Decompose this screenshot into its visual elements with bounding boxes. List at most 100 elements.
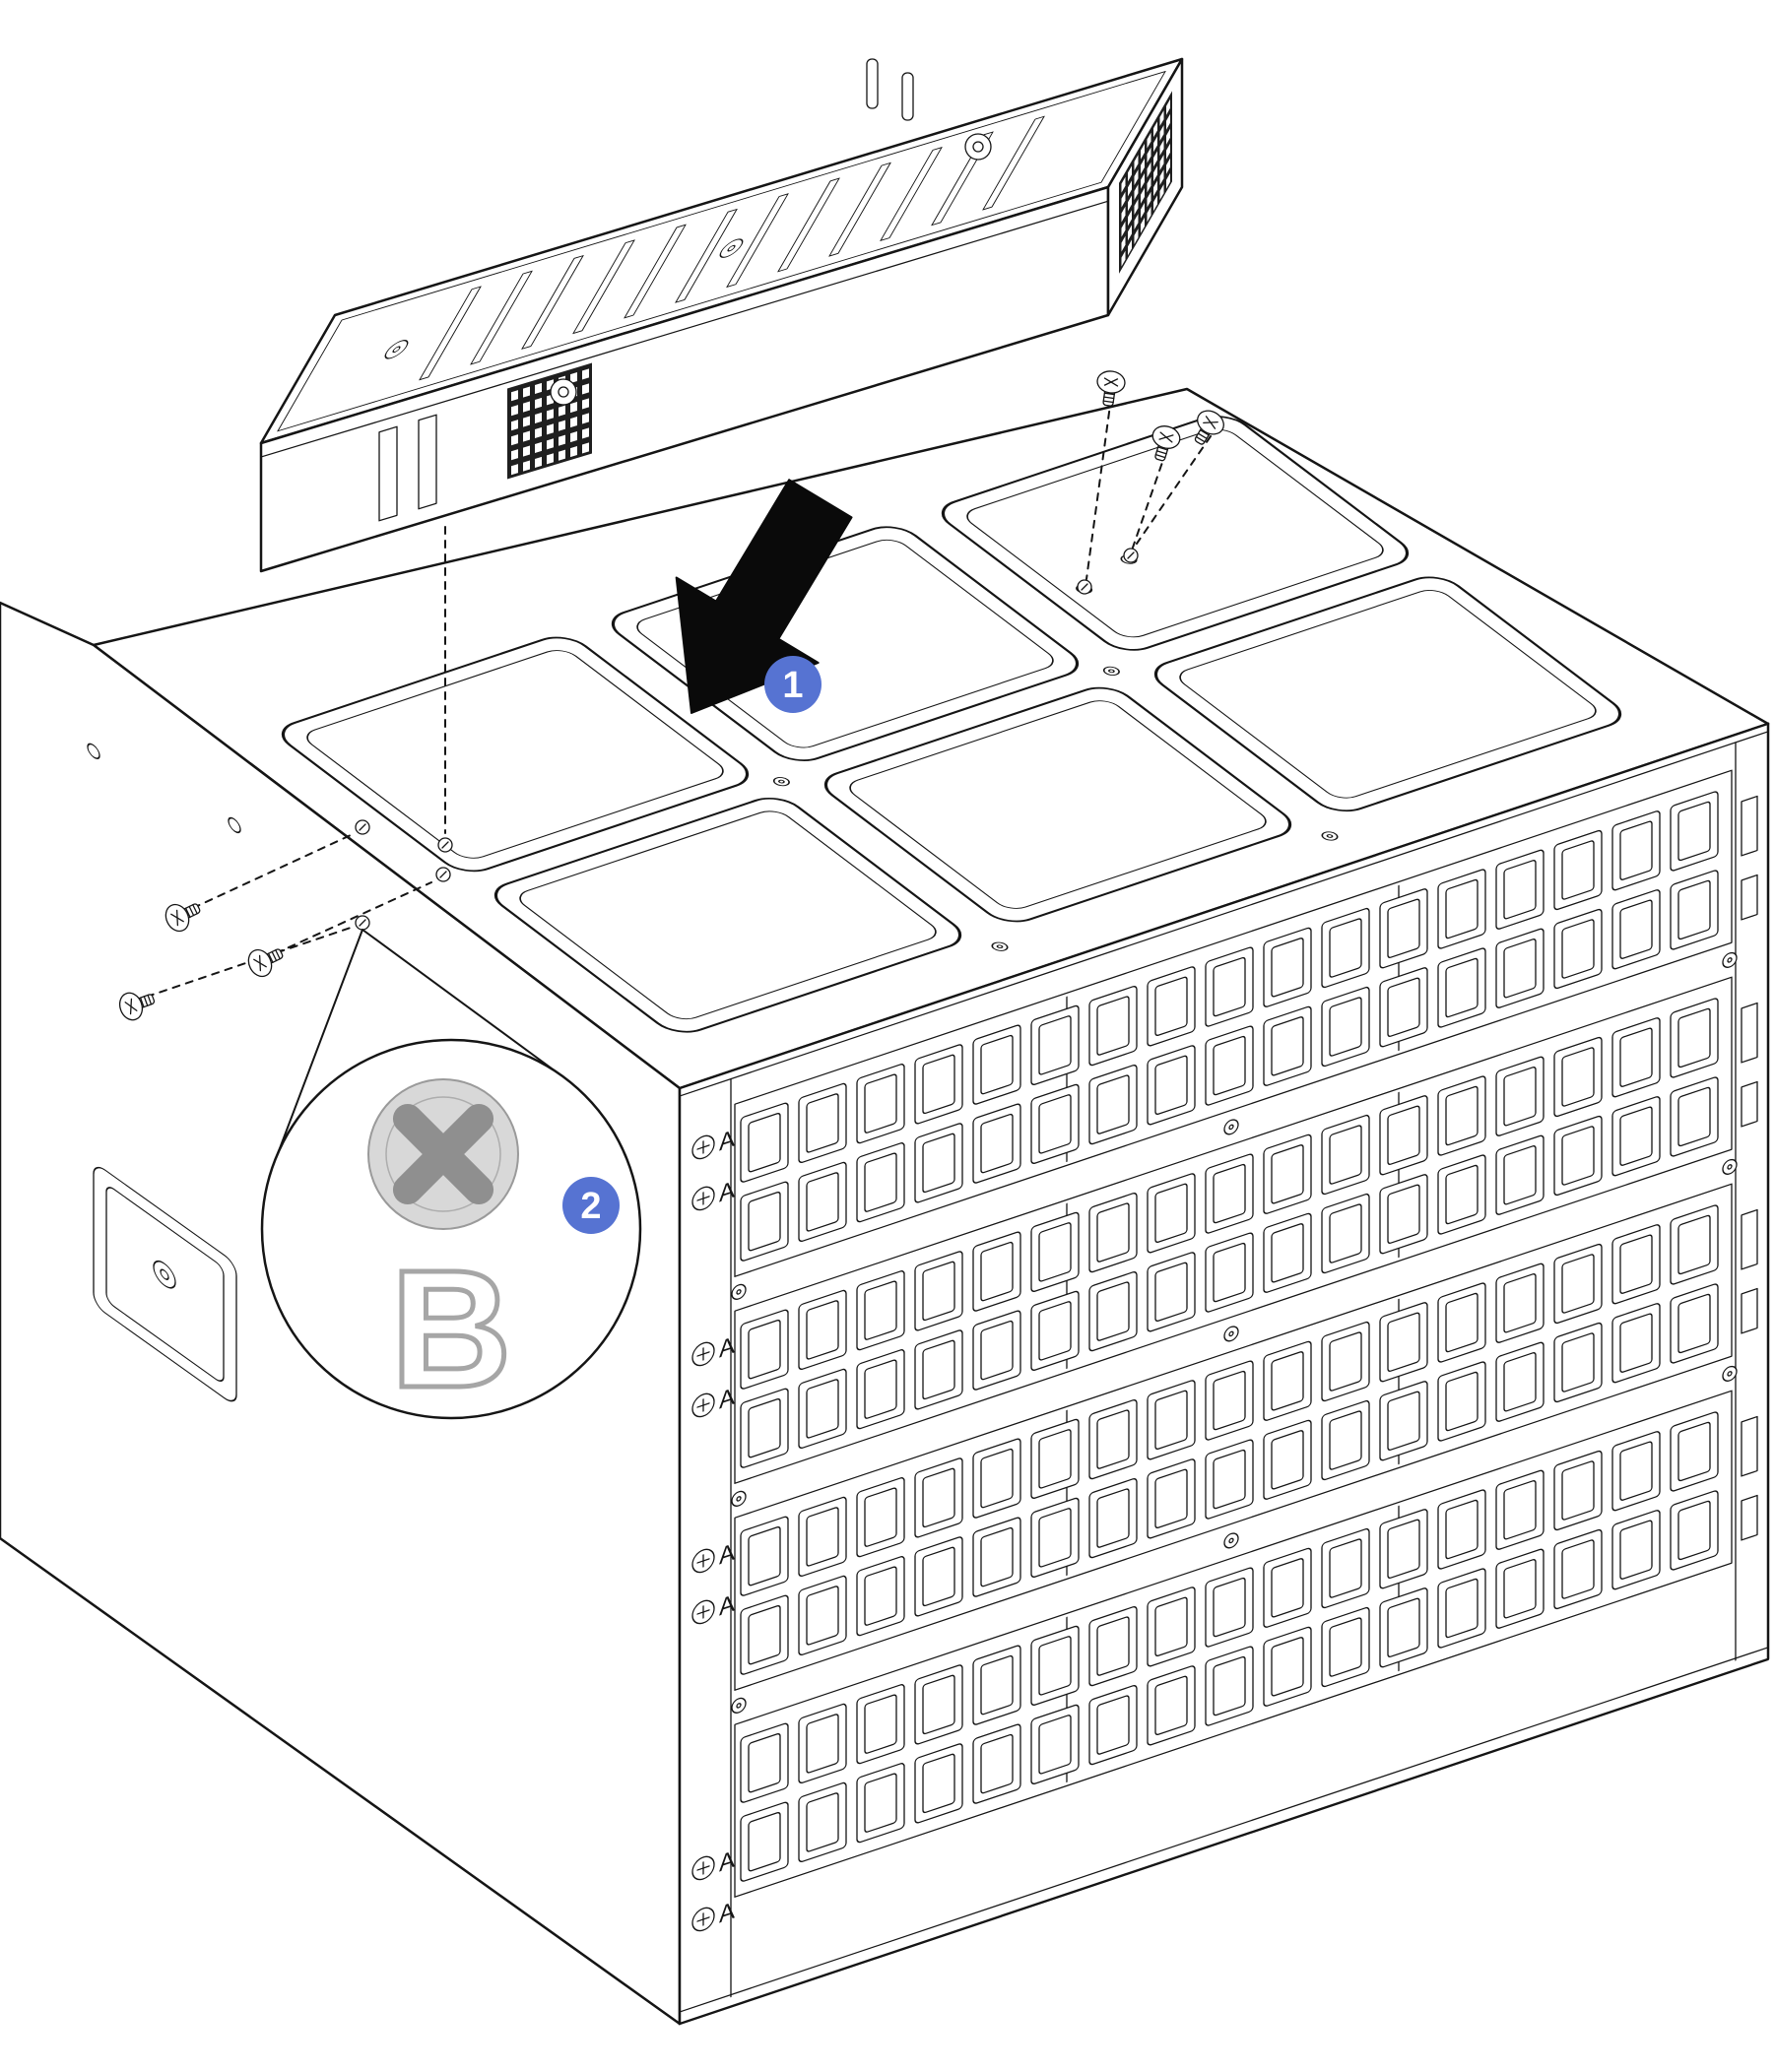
- port-cage: [1147, 1586, 1196, 1667]
- connector-pin: [1134, 214, 1139, 230]
- port-cage-inner: [1213, 1242, 1246, 1303]
- port-cage: [1437, 869, 1486, 949]
- port-cage: [1321, 1527, 1370, 1609]
- card-guide: [675, 208, 738, 303]
- connector-pin: [547, 423, 554, 435]
- port-cage-inner: [1677, 1293, 1711, 1354]
- connector-pin: [1147, 191, 1151, 208]
- port-cage-inner: [1503, 1273, 1537, 1333]
- port-cage: [1495, 1341, 1545, 1422]
- port-cage-inner: [1038, 1301, 1072, 1361]
- port-cage-inner: [1154, 1468, 1188, 1529]
- connector-pin: [523, 401, 530, 413]
- port-cage-inner: [980, 1448, 1014, 1509]
- connector-pin: [523, 386, 530, 398]
- screw-icon: [247, 948, 284, 978]
- step-1-badge-circle: [764, 656, 822, 713]
- screw-icon: [118, 992, 156, 1021]
- port-cage: [1263, 1133, 1312, 1214]
- port-cage-inner: [1038, 1636, 1072, 1696]
- port-cage: [1437, 1154, 1486, 1235]
- port-cage-inner: [806, 1586, 839, 1646]
- top-face-hole-dot: [778, 779, 785, 784]
- port-cage: [1437, 1489, 1486, 1570]
- port-cage-inner: [806, 1093, 839, 1153]
- port-cage-inner: [1619, 1441, 1653, 1501]
- port-cage-inner: [1096, 1695, 1130, 1755]
- port-cage-inner: [1503, 860, 1537, 920]
- port-cage: [1321, 1114, 1370, 1196]
- port-cage-inner: [1096, 1488, 1130, 1548]
- port-cage-inner: [1154, 1262, 1188, 1323]
- connector-pin: [1147, 206, 1151, 223]
- port-cage: [1437, 947, 1486, 1028]
- port-cage-inner: [1154, 1390, 1188, 1451]
- port-cage: [1379, 1302, 1428, 1383]
- top-face-hole-dot: [1108, 669, 1115, 674]
- connector-pin: [1153, 151, 1157, 167]
- connector-pin: [1159, 140, 1164, 156]
- magnifier-cone-line: [273, 929, 363, 1165]
- port-cage-inner: [1561, 1332, 1595, 1392]
- screw-slot: [124, 1002, 138, 1011]
- tray-recess-outer: [1153, 576, 1622, 812]
- port-cage: [1205, 1646, 1254, 1726]
- panel-screw-dot: [1727, 1164, 1733, 1170]
- connector-pin: [511, 405, 518, 417]
- port-cage: [1088, 986, 1138, 1067]
- port-cage-inner: [1387, 1312, 1420, 1372]
- port-cage-inner: [806, 1379, 839, 1439]
- port-cage-inner: [1677, 879, 1711, 940]
- port-cage: [798, 1082, 847, 1164]
- tray-recess-outer: [281, 636, 750, 873]
- port-cage: [1495, 849, 1545, 930]
- port-cage-inner: [1677, 1421, 1711, 1482]
- port-cage-inner: [1213, 1163, 1246, 1224]
- connector-pin: [535, 441, 542, 454]
- card-guide: [470, 270, 533, 365]
- port-cage: [1379, 1381, 1428, 1461]
- guide-line: [192, 834, 352, 909]
- port-cage-inner: [1271, 1430, 1304, 1490]
- port-cage: [1030, 1083, 1080, 1164]
- port-cage-inner: [980, 1526, 1014, 1587]
- port-cage: [1263, 1626, 1312, 1707]
- port-cage-inner: [1271, 1637, 1304, 1697]
- screw-type-a-label: A: [719, 1898, 736, 1929]
- screw-type-a-icon: [691, 1548, 715, 1574]
- screw-slot: [1203, 421, 1218, 423]
- port-cage-inner: [1038, 1429, 1072, 1489]
- port-cage-inner: [1213, 1655, 1246, 1716]
- connector-pin: [1134, 228, 1139, 245]
- port-cage: [1611, 1017, 1661, 1098]
- port-cage: [972, 1723, 1021, 1804]
- panel-screw-icon: [1223, 1326, 1239, 1342]
- connector-pin: [1147, 176, 1151, 193]
- tray-recess-inner: [306, 650, 724, 859]
- panel-screw-dot: [1228, 1124, 1234, 1131]
- port-cage-inner: [748, 1732, 781, 1793]
- port-cage-inner: [1096, 1074, 1130, 1134]
- screw-thread: [143, 996, 149, 1006]
- port-cage-inner: [922, 1546, 955, 1607]
- port-cage: [740, 1722, 789, 1803]
- connector-pin: [1134, 155, 1139, 171]
- top-face-hole-icon: [991, 941, 1009, 951]
- port-cage-inner: [1561, 1254, 1595, 1314]
- guide-line: [1085, 397, 1112, 580]
- connector-pin: [570, 431, 577, 443]
- connector-pin: [1134, 169, 1139, 186]
- magnifier-cone-line: [362, 929, 567, 1080]
- port-cage: [914, 1329, 963, 1410]
- port-cage: [1263, 1547, 1312, 1628]
- connector-pin: [1128, 225, 1132, 241]
- step-2-number: 2: [580, 1186, 601, 1227]
- port-cage: [1321, 986, 1370, 1068]
- port-cage-inner: [1096, 1409, 1130, 1469]
- connector-pin: [1166, 172, 1170, 189]
- screw-thread: [1199, 429, 1210, 436]
- port-cage-inner: [1271, 1351, 1304, 1411]
- port-cage: [856, 1349, 905, 1430]
- guide-line: [146, 927, 352, 998]
- panel-screw-icon: [1223, 1119, 1239, 1135]
